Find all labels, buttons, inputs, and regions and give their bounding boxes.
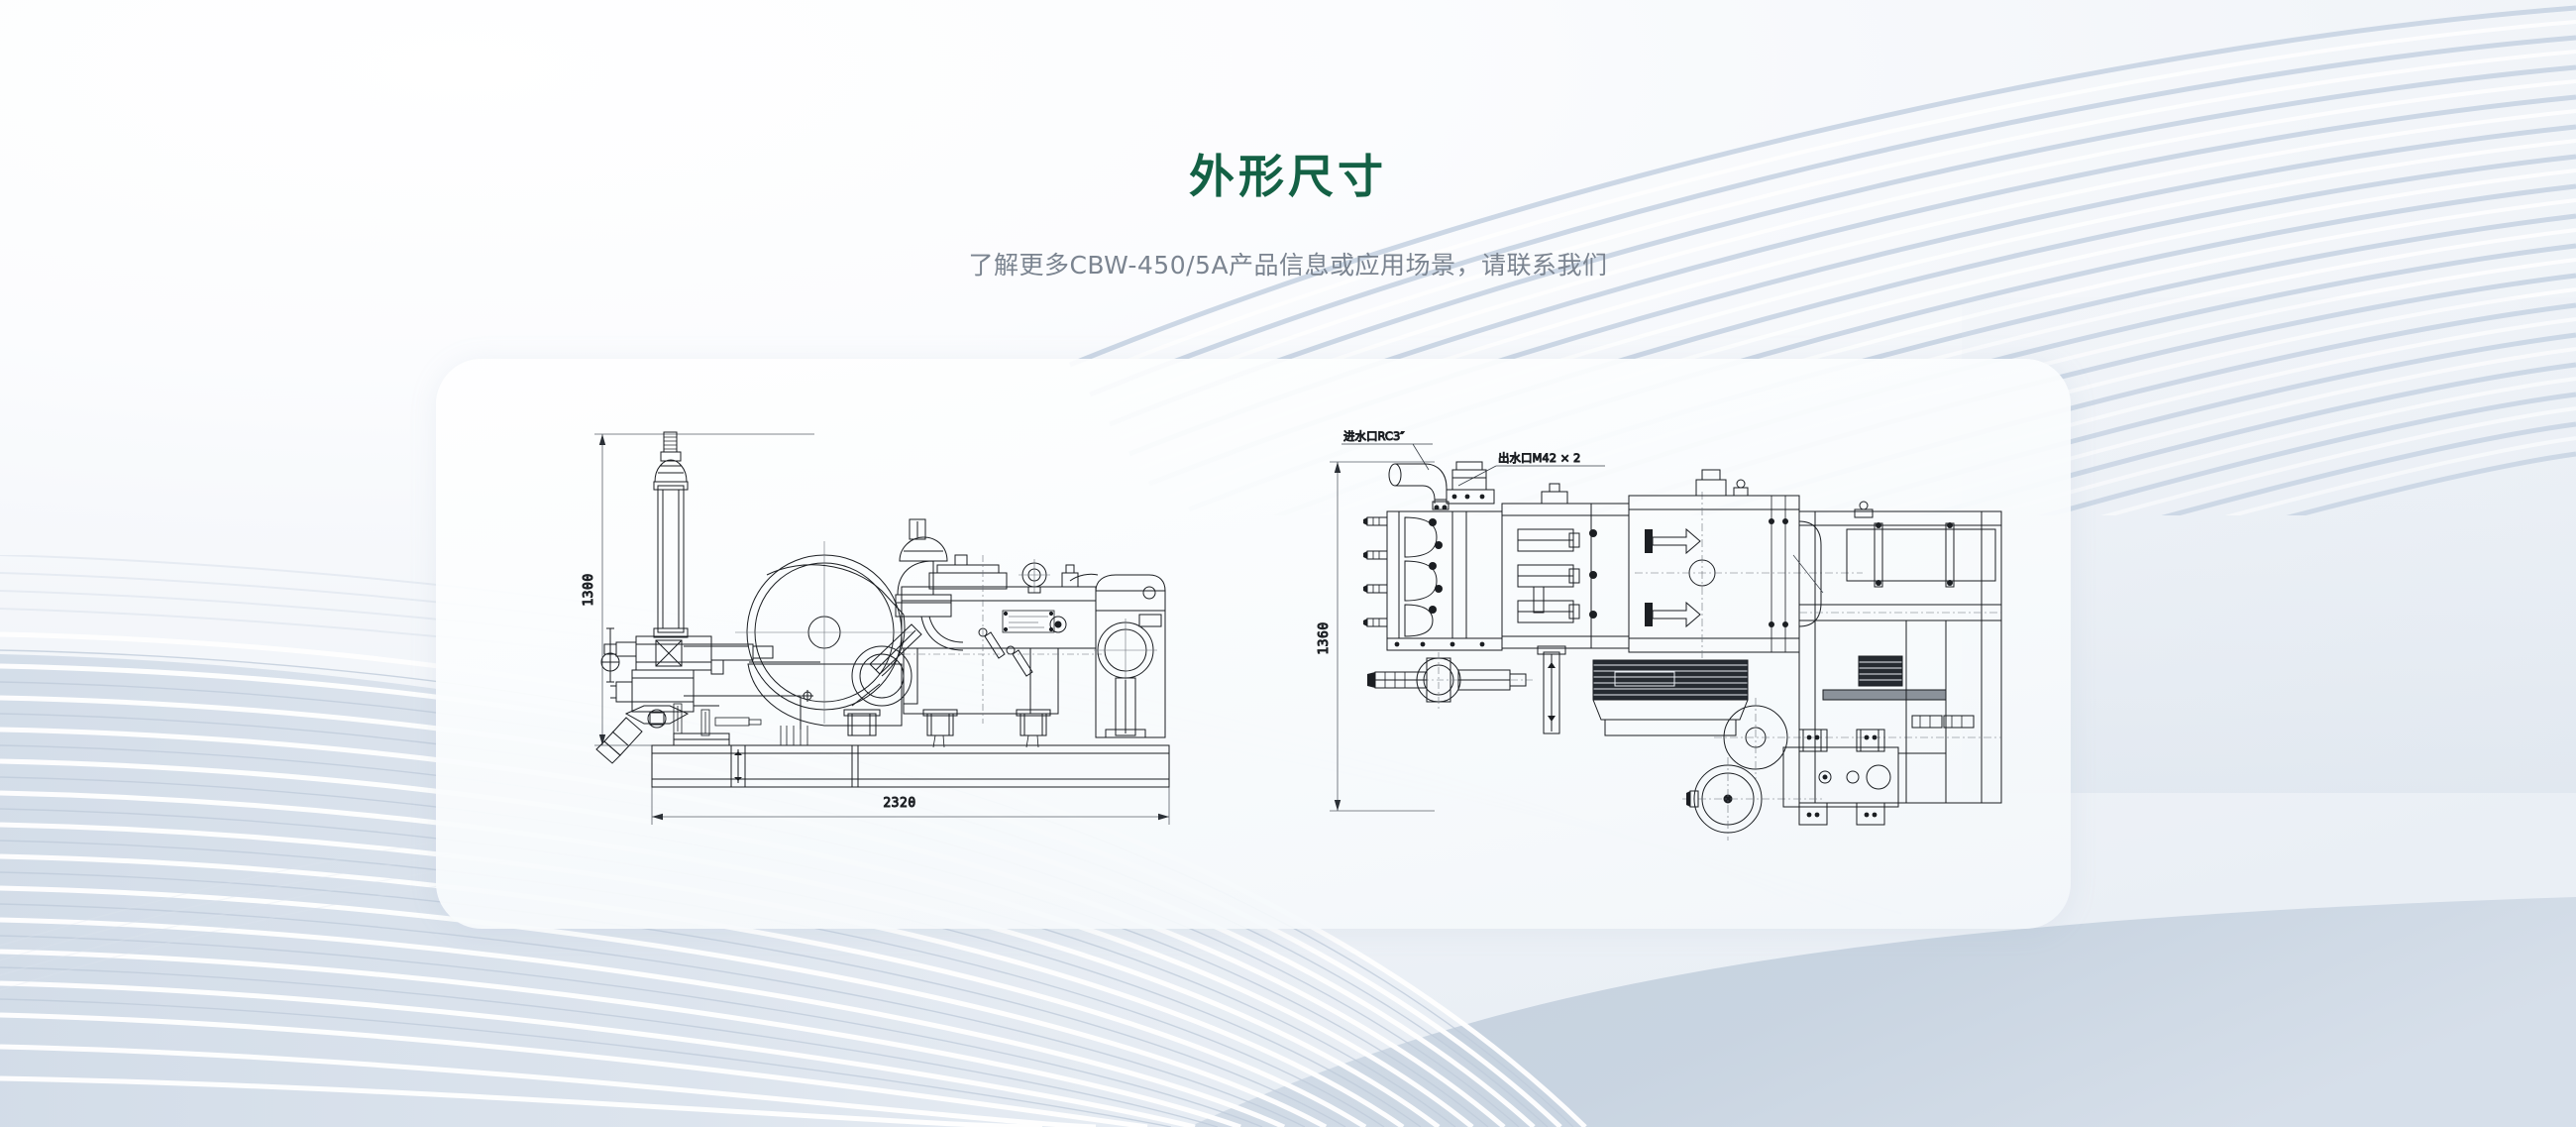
page-title: 外形尺寸 — [1189, 150, 1387, 203]
water-inlet-label: 进水口RC3″ — [1343, 429, 1405, 443]
dim-width-label: 1360 — [1317, 621, 1332, 654]
dim-length-label: 2320 — [883, 796, 915, 811]
water-outlet-label: 出水口M42 × 2 — [1498, 451, 1580, 465]
front-elevation-view: 1300 2320 — [555, 416, 1189, 843]
page-subtitle: 了解更多CBW-450/5A产品信息或应用场景，请联系我们 — [968, 251, 1608, 280]
plan-view: 1360 进水口RC3″ 出水口M42 × 2 — [1308, 426, 2021, 843]
dim-height-label: 1300 — [582, 573, 596, 606]
